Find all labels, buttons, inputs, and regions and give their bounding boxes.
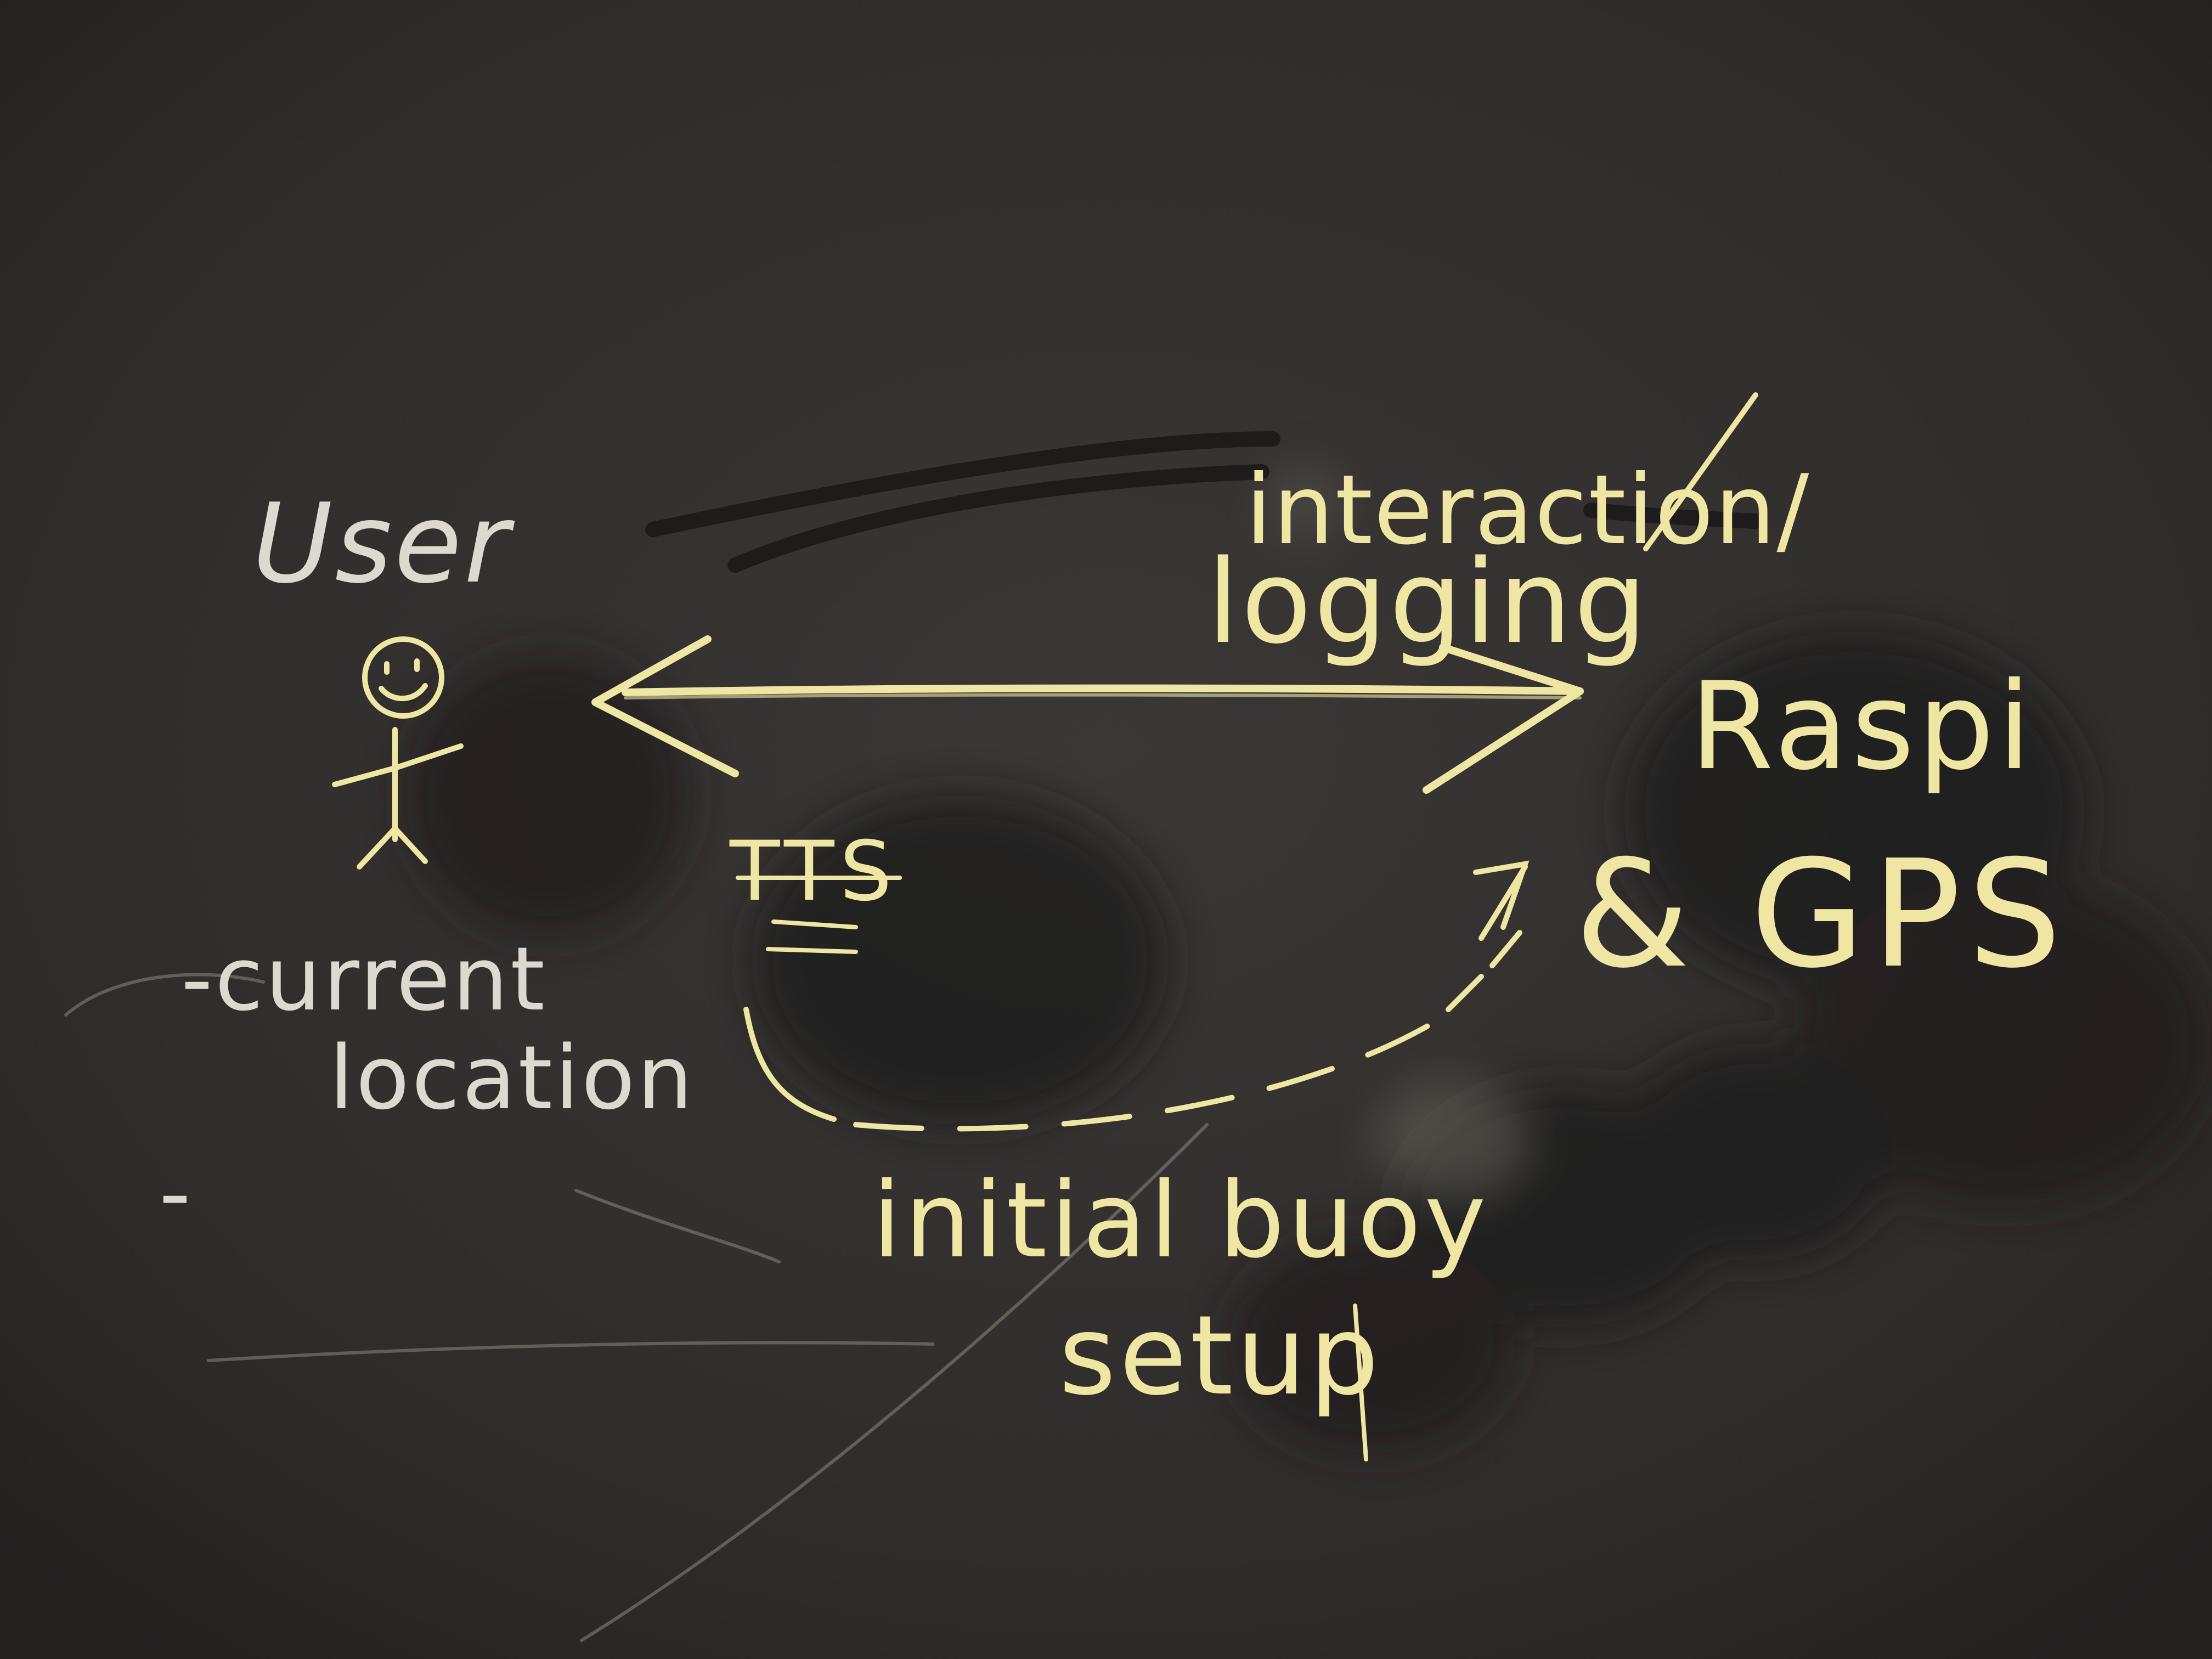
bidirectional-arrow: [591, 635, 1584, 794]
faint-chalk-arcs: [64, 973, 1209, 1642]
setup-curve: [743, 860, 1530, 1132]
tts-underline: [736, 876, 902, 954]
stick-figure-legs: [357, 826, 428, 870]
tts-label: TTS: [729, 824, 898, 919]
labels: User interaction/ logging Raspi & GPS TT…: [159, 455, 2068, 1420]
stick-figure-arms: [332, 743, 464, 787]
up-arrow-stem: [1479, 864, 1528, 941]
curve-solid-part: [743, 1007, 837, 1122]
left-arrowhead-icon: [591, 635, 739, 777]
faint-smears: [1267, 464, 1531, 1201]
user-note-current: -current: [181, 928, 547, 1030]
user-note-location: location: [329, 1026, 695, 1129]
arrow-shaft: [622, 684, 1584, 696]
interaction-slash: [1643, 392, 1758, 551]
initial-buoy-label: initial buoy: [872, 1160, 1489, 1281]
buoy-tick: [1353, 1304, 1368, 1462]
smudges: [406, 631, 2211, 1454]
dark-scribble: [645, 431, 1763, 573]
setup-label: setup: [1059, 1292, 1382, 1420]
user-label: User: [252, 480, 515, 608]
right-arrowhead-icon: [1423, 644, 1584, 794]
logging-label: logging: [1207, 535, 1649, 669]
raspi-label: Raspi: [1690, 656, 2034, 797]
gps-label: & GPS: [1575, 828, 2068, 1001]
stick-figure: [332, 636, 464, 870]
arrow-shaft-shadow: [624, 693, 1582, 699]
interaction-label: interaction/: [1245, 455, 1810, 566]
curve-end-dashes: [1446, 930, 1522, 1012]
user-extra-dash: -: [159, 1142, 191, 1244]
smiley-face: [379, 658, 428, 702]
curve-dashed-part: [853, 1018, 1440, 1132]
stick-figure-head: [362, 636, 444, 719]
